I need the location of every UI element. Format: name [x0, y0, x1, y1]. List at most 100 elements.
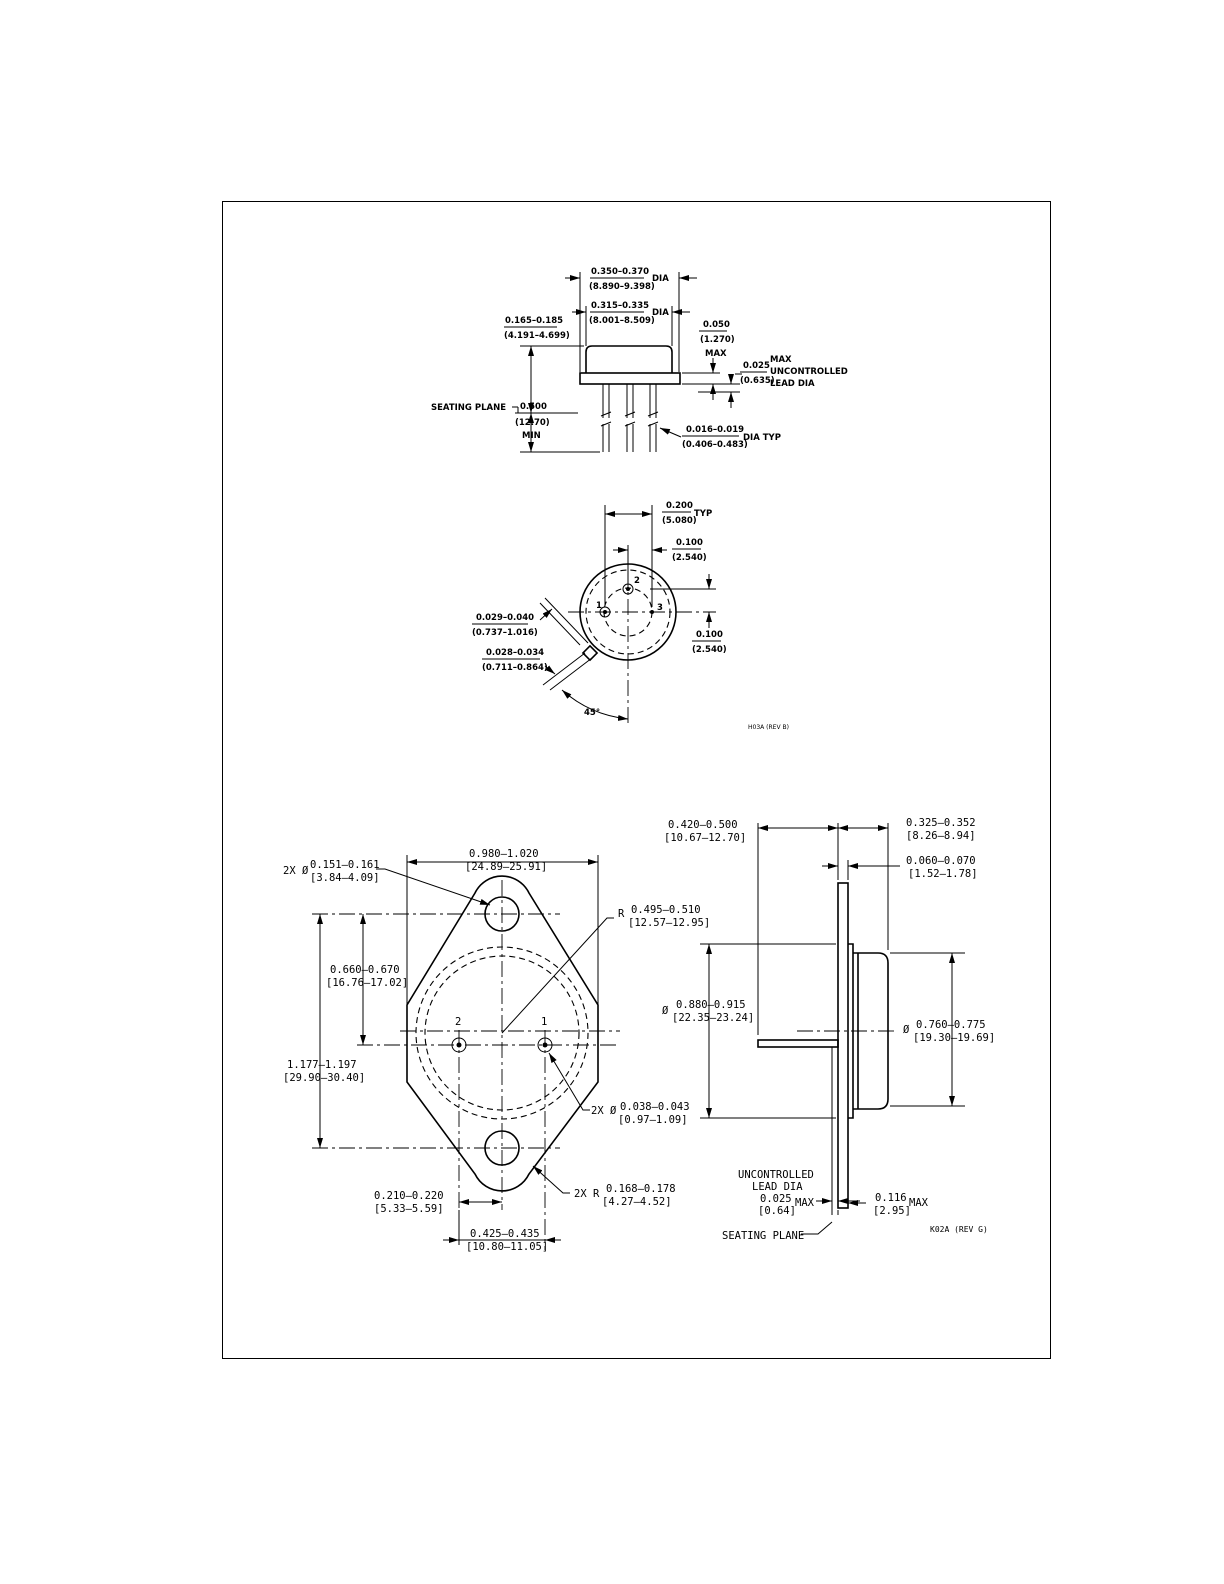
h03a-pin-spacing-200: 0.200	[666, 501, 693, 511]
svg-text:0.495–0.510: 0.495–0.510	[631, 904, 701, 916]
svg-text:[22.35–23.24]: [22.35–23.24]	[672, 1012, 754, 1024]
svg-text:(2.540): (2.540)	[692, 645, 727, 655]
svg-text:MAX: MAX	[909, 1197, 929, 1209]
drawing-frame	[222, 201, 1051, 1359]
h03a-rim: 0.050	[703, 320, 730, 330]
svg-text:2: 2	[455, 1016, 461, 1028]
h03a-tab-length: 0.029–0.040	[476, 613, 534, 623]
k02a-diamond-outline	[406, 875, 599, 1192]
k02a-flange-max: 0.116	[875, 1192, 907, 1204]
k02a-pin-spacing: 0.425–0.435	[470, 1228, 540, 1240]
svg-text:0.025: 0.025	[760, 1193, 792, 1205]
h03a-height: 0.165–0.185	[505, 316, 563, 326]
k02a-seating-plane: SEATING PLANE	[722, 1230, 804, 1242]
svg-text:(0.737–1.016): (0.737–1.016)	[472, 628, 538, 638]
k02a-flange-thickness: 0.060–0.070	[906, 855, 976, 867]
svg-text:(0.635): (0.635)	[740, 376, 775, 386]
h03a-seating-plane: SEATING PLANE	[431, 403, 506, 413]
h03a-lead-length: 0.500	[520, 402, 547, 412]
k02a-end-radius: 2X R	[574, 1188, 600, 1200]
k02a-pin-offset: 0.210–0.220	[374, 1190, 444, 1202]
h03a-uncontrolled: 0.025	[743, 361, 770, 371]
svg-text:[8.26–8.94]: [8.26–8.94]	[906, 830, 976, 842]
h03a-bottom-view: 1 2 3 0.200 (5.080) TYP 0.100 (2.540) 0.…	[472, 501, 789, 731]
svg-text:1: 1	[541, 1016, 547, 1028]
svg-text:[19.30–19.69]: [19.30–19.69]	[913, 1032, 995, 1044]
svg-text:DIA TYP: DIA TYP	[743, 433, 781, 443]
k02a-pin-dia: 2X Ø	[591, 1105, 617, 1117]
k02a-rev: K02A (REV G)	[930, 1225, 988, 1234]
svg-text:1: 1	[596, 601, 602, 611]
k02a-side-view: 0.420–0.500 [10.67–12.70] 0.325–0.352 [8…	[662, 817, 995, 1242]
svg-text:(8.001–8.509): (8.001–8.509)	[589, 316, 655, 326]
svg-text:[16.76–17.02]: [16.76–17.02]	[326, 977, 408, 989]
svg-text:[5.33–5.59]: [5.33–5.59]	[374, 1203, 444, 1215]
svg-text:MAX: MAX	[705, 349, 727, 359]
h03a-pin-spacing-100-top: 0.100	[676, 538, 703, 548]
svg-text:[3.84–4.09]: [3.84–4.09]	[310, 872, 380, 884]
svg-text:(12.70): (12.70)	[515, 418, 550, 428]
h03a-side-view: 0.350–0.370 (8.890–9.398) DIA 0.315–0.33…	[431, 267, 848, 453]
h03a-cap-dia: 0.350–0.370	[591, 267, 649, 277]
h03a-pin-spacing-100-right: 0.100	[696, 630, 723, 640]
h03a-leads	[600, 384, 659, 452]
pin-1	[599, 606, 611, 618]
k02a-width: 0.980–1.020	[469, 848, 539, 860]
svg-text:DIA: DIA	[652, 308, 669, 318]
pin-3	[650, 610, 654, 614]
h03a-tab	[581, 644, 599, 662]
k02a-lead	[757, 1039, 839, 1048]
svg-text:(0.711–0.864): (0.711–0.864)	[482, 663, 548, 673]
svg-text:(2.540): (2.540)	[672, 553, 707, 563]
svg-text:[0.97–1.09]: [0.97–1.09]	[618, 1114, 688, 1126]
k02a-hole-dia: 2X Ø	[283, 865, 309, 877]
svg-text:MAX: MAX	[795, 1197, 815, 1209]
h03a-tab-width: 0.028–0.034	[486, 648, 544, 658]
h03a-can-body	[585, 345, 673, 373]
svg-text:[10.80–11.05]: [10.80–11.05]	[466, 1241, 548, 1253]
svg-text:2: 2	[634, 576, 640, 586]
k02a-can-dia: Ø	[903, 1024, 910, 1036]
svg-text:(1.270): (1.270)	[700, 335, 735, 345]
svg-text:0.151–0.161: 0.151–0.161	[310, 859, 380, 871]
h03a-angle: 45°	[584, 708, 600, 718]
svg-text:0.760–0.775: 0.760–0.775	[916, 1019, 986, 1031]
svg-text:[24.89–25.91]: [24.89–25.91]	[465, 861, 547, 873]
h03a-can-rim	[579, 372, 681, 385]
svg-text:[10.67–12.70]: [10.67–12.70]	[664, 832, 746, 844]
k02a-uncontrolled: UNCONTROLLED	[738, 1169, 814, 1181]
svg-text:[0.64]: [0.64]	[758, 1205, 796, 1217]
svg-text:[29.90–30.40]: [29.90–30.40]	[283, 1072, 365, 1084]
h03a-lead-dia: 0.016–0.019	[686, 425, 744, 435]
svg-text:MIN: MIN	[522, 431, 541, 441]
k02a-top-view: 2 1 2X Ø 0.151–0.161 [3.84–4.09] 0.980–1…	[283, 848, 710, 1253]
svg-text:UNCONTROLLED: UNCONTROLLED	[770, 367, 848, 377]
pin-2	[622, 583, 634, 595]
svg-text:0.038–0.043: 0.038–0.043	[620, 1101, 690, 1113]
svg-text:[1.52–1.78]: [1.52–1.78]	[908, 868, 978, 880]
svg-text:LEAD DIA: LEAD DIA	[752, 1181, 803, 1193]
svg-text:(4.191–4.699): (4.191–4.699)	[504, 331, 570, 341]
k02a-radius: R	[618, 908, 625, 920]
svg-text:TYP: TYP	[694, 509, 712, 519]
k02a-hole-spacing-half: 0.660–0.670	[330, 964, 400, 976]
h03a-rev: H03A (REV B)	[748, 724, 789, 731]
svg-text:0.168–0.178: 0.168–0.178	[606, 1183, 676, 1195]
svg-text:[12.57–12.95]: [12.57–12.95]	[628, 917, 710, 929]
h03a-body-dia: 0.315–0.335	[591, 301, 649, 311]
k02a-flange	[837, 882, 849, 1209]
svg-text:(0.406–0.483): (0.406–0.483)	[682, 440, 748, 450]
k02a-lead-length: 0.420–0.500	[668, 819, 738, 831]
svg-text:(5.080): (5.080)	[662, 516, 697, 526]
k02a-base-dia: Ø	[662, 1005, 669, 1017]
svg-text:LEAD DIA: LEAD DIA	[770, 379, 815, 389]
svg-text:[4.27–4.52]: [4.27–4.52]	[602, 1196, 672, 1208]
k02a-hole-spacing: 1.177–1.197	[287, 1059, 357, 1071]
k02a-can-height: 0.325–0.352	[906, 817, 976, 829]
svg-text:(8.890–9.398): (8.890–9.398)	[589, 282, 655, 292]
svg-text:[2.95]: [2.95]	[873, 1205, 911, 1217]
svg-text:3: 3	[657, 603, 663, 613]
svg-text:MAX: MAX	[770, 355, 792, 365]
svg-text:DIA: DIA	[652, 274, 669, 284]
